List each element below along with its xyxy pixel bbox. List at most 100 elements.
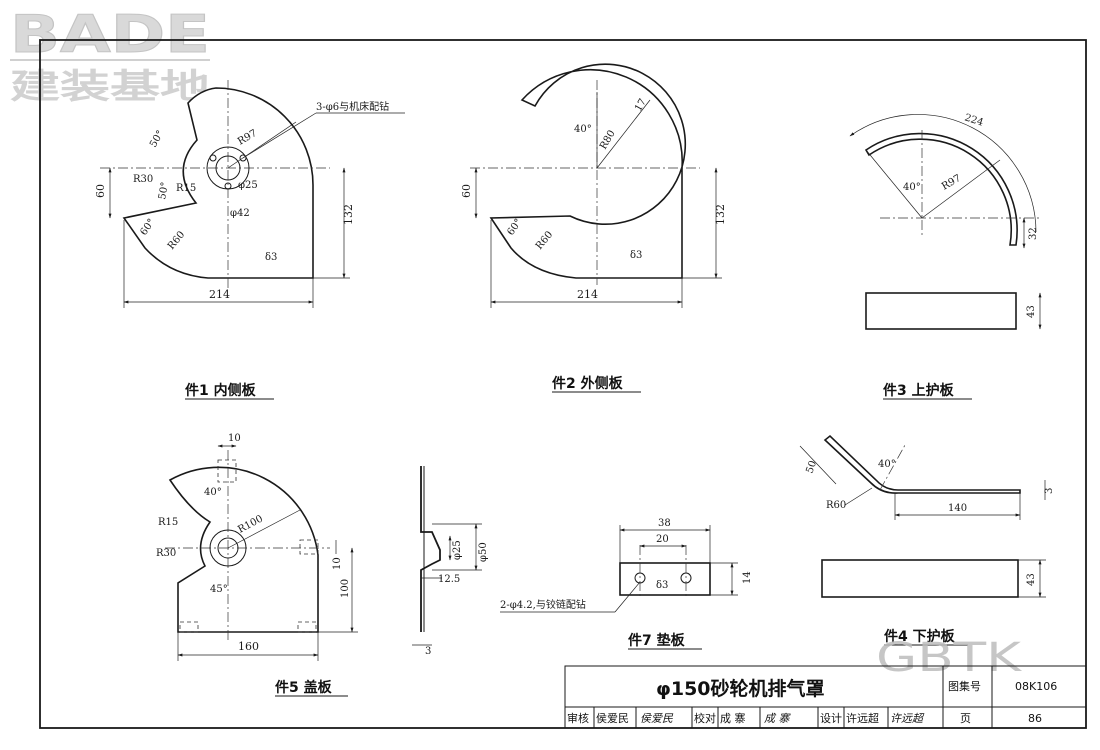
part2-dim-left-label: 60 bbox=[460, 184, 473, 198]
page-label: 页 bbox=[960, 712, 971, 725]
part1-angle-top: 50° bbox=[148, 129, 166, 150]
part2-r80: R80 bbox=[598, 128, 618, 151]
part4-leader-r60 bbox=[844, 487, 873, 506]
part7-leader bbox=[614, 581, 641, 613]
part4-thick-label: 3 bbox=[1044, 488, 1055, 494]
part1-leader-r97 bbox=[227, 121, 297, 169]
part1-dim-left-label: 60 bbox=[94, 184, 107, 198]
part4-profile bbox=[823, 434, 1021, 494]
part5-outline bbox=[168, 466, 319, 633]
part7-thickness: δ3 bbox=[656, 580, 668, 591]
part1-caption: 件1 内侧板 bbox=[185, 382, 257, 399]
part4-angle-ref bbox=[879, 444, 906, 491]
part5-angle-top: 40° bbox=[204, 487, 222, 498]
part5-drawing: 10 40° R15 R100 R30 45° 10 100 160 φ25 φ… bbox=[156, 433, 489, 697]
part5-section-profile bbox=[420, 466, 441, 632]
part5-side-label: 10 bbox=[332, 557, 343, 570]
part1-bolt-1 bbox=[209, 154, 217, 162]
part1-dim-height-label: 132 bbox=[342, 204, 355, 225]
part3-strip-label: 43 bbox=[1026, 305, 1037, 318]
part4-leg-label: 50 bbox=[804, 459, 819, 475]
part7-height-label: 14 bbox=[742, 571, 753, 584]
part5-leader-r100 bbox=[227, 509, 301, 549]
part1-angle-mid: 50° bbox=[157, 181, 171, 200]
part5-tab-bl bbox=[179, 621, 199, 633]
part2-leader-17 bbox=[596, 99, 651, 169]
title-block: φ150砂轮机排气罩 图集号 08K106 审核 侯爱民 侯爱民 校对 成 寨 … bbox=[564, 665, 1087, 729]
part4-strip-label: 43 bbox=[1026, 573, 1037, 586]
part4-length-label: 140 bbox=[948, 503, 967, 514]
part4-strip bbox=[821, 559, 1019, 598]
part1-phi25: φ25 bbox=[238, 180, 258, 191]
part3-arc-band bbox=[864, 132, 1018, 246]
check-signature: 成 寨 bbox=[764, 712, 791, 725]
part5-caption: 件5 盖板 bbox=[275, 679, 333, 696]
part2-thickness: δ3 bbox=[630, 250, 642, 261]
part3-caption: 件3 上护板 bbox=[883, 382, 955, 399]
watermark: GBTK bbox=[876, 635, 1023, 681]
part2-caption: 件2 外侧板 bbox=[552, 375, 624, 392]
part5-tab-label: 10 bbox=[228, 433, 241, 444]
part5-hole-outer bbox=[209, 529, 247, 567]
design-name: 许远超 bbox=[846, 711, 879, 725]
title-block-frame bbox=[564, 665, 1087, 729]
check-label: 校对 bbox=[694, 711, 716, 725]
drawing-title: φ150砂轮机排气罩 bbox=[656, 677, 825, 700]
atlas-number: 08K106 bbox=[1015, 680, 1057, 693]
part1-drawing: 214 132 60 50° 50° 60° R30 R15 R97 R60 φ… bbox=[94, 80, 405, 400]
part3-angle: 40° bbox=[903, 182, 921, 193]
part1-leader-note bbox=[242, 112, 317, 159]
part4-drawing: 50 40° R60 140 3 43 件4 下护板 bbox=[799, 434, 1055, 646]
part1-dim-width-label: 214 bbox=[209, 288, 230, 301]
part7-drawing: 38 20 14 δ3 2-φ4.2,与铰链配钻 件7 垫板 bbox=[500, 518, 753, 650]
part7-note: 2-φ4.2,与铰链配钻 bbox=[500, 598, 586, 611]
part7-total-label: 38 bbox=[658, 518, 671, 529]
part5-section-inner-label: φ25 bbox=[452, 540, 463, 560]
part7-plate bbox=[619, 562, 711, 596]
part5-height-label: 100 bbox=[340, 579, 351, 598]
review-signature: 侯爱民 bbox=[640, 712, 674, 725]
part1-r15: R15 bbox=[176, 183, 196, 194]
part7-caption: 件7 垫板 bbox=[628, 632, 686, 649]
part5-r30: R30 bbox=[156, 548, 176, 559]
part1-hole-25 bbox=[215, 155, 241, 181]
part3-ray-r97 bbox=[921, 159, 1001, 219]
part3-ray-left bbox=[865, 149, 923, 219]
part1-outline bbox=[122, 87, 314, 279]
part3-strip bbox=[865, 292, 1017, 330]
part4-caption: 件4 下护板 bbox=[884, 628, 956, 645]
part5-section-thick-label: 3 bbox=[425, 646, 431, 657]
part2-angle-top: 40° bbox=[574, 124, 592, 135]
part5-tab-side bbox=[299, 539, 319, 555]
part4-angle-label: 40° bbox=[878, 459, 896, 470]
part5-angle-low: 45° bbox=[210, 584, 228, 595]
review-label: 审核 bbox=[567, 711, 589, 725]
logo: BADE 建装基地 bbox=[10, 5, 211, 108]
part3-arc-label: 224 bbox=[963, 112, 985, 128]
logo-subtitle: 建装基地 bbox=[10, 67, 210, 107]
part2-outline bbox=[489, 63, 687, 279]
logo-brand: BADE bbox=[10, 5, 210, 65]
drawing-frame bbox=[39, 39, 1087, 729]
part5-tab-br bbox=[297, 621, 317, 633]
part2-dim-height-label: 132 bbox=[714, 204, 727, 225]
part5-hole-inner bbox=[217, 537, 239, 559]
part2-dim-width-label: 214 bbox=[577, 288, 598, 301]
part1-r30: R30 bbox=[133, 174, 153, 185]
atlas-label: 图集号 bbox=[948, 679, 981, 693]
part4-r60-label: R60 bbox=[826, 500, 846, 511]
design-signature: 许远超 bbox=[890, 712, 925, 725]
review-name: 侯爱民 bbox=[596, 711, 629, 725]
part2-drawing: 214 132 60 40° R80 17 60° R60 δ3 件2 外侧板 bbox=[460, 63, 727, 393]
part1-thickness: δ3 bbox=[265, 252, 277, 263]
check-name: 成 寨 bbox=[720, 711, 746, 725]
part2-ring: 17 bbox=[633, 97, 649, 114]
part7-pitch-label: 20 bbox=[656, 534, 669, 545]
part3-dim-arc bbox=[849, 114, 1037, 233]
part3-height: 32 bbox=[1028, 227, 1039, 240]
part5-r15: R15 bbox=[158, 517, 178, 528]
part1-bolt-3 bbox=[224, 182, 232, 190]
page-number: 86 bbox=[1028, 712, 1042, 725]
part5-section-offset-label: 12.5 bbox=[438, 574, 460, 585]
